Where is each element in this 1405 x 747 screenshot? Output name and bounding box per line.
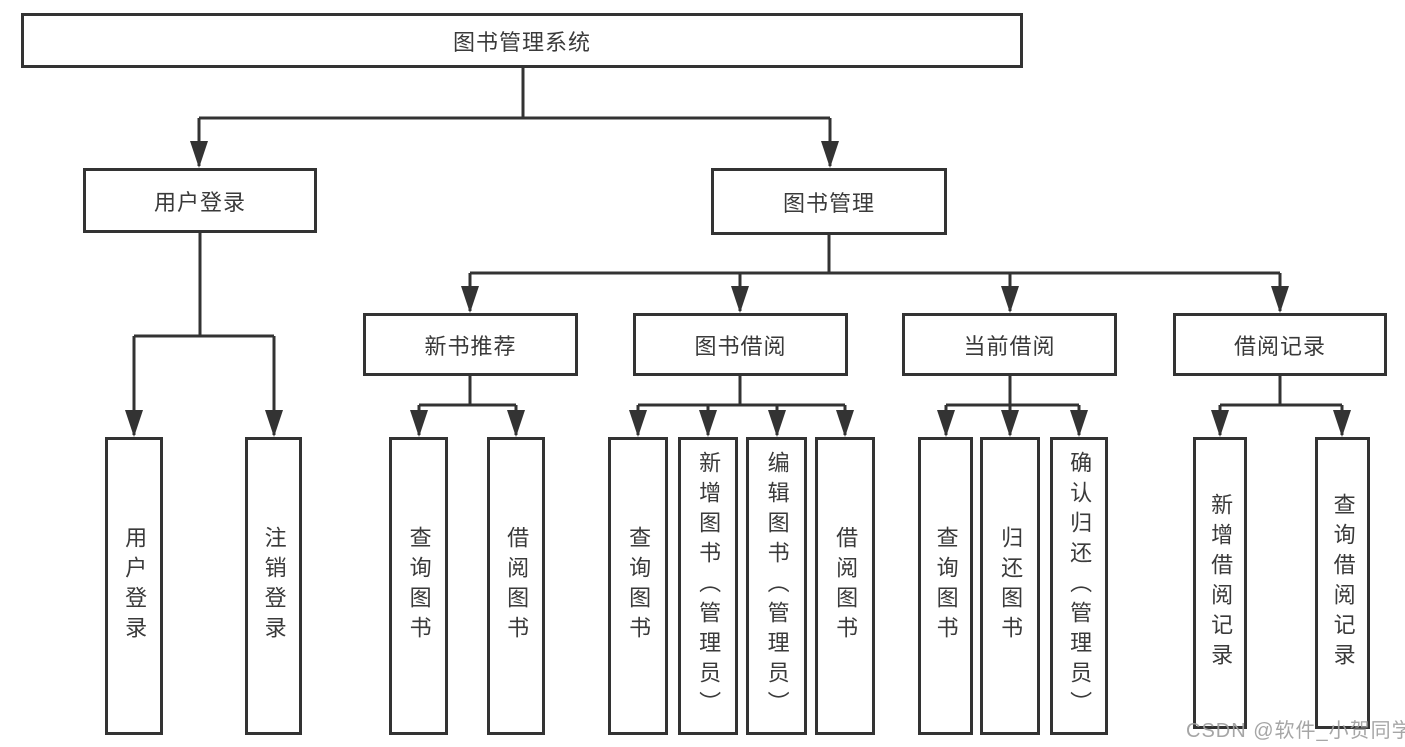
arrow-icon bbox=[507, 410, 525, 437]
arrow-icon bbox=[1211, 410, 1229, 437]
node-label: 借阅图书 bbox=[504, 526, 530, 646]
node-label: 查询图书 bbox=[406, 526, 432, 646]
arrow-icon bbox=[1001, 286, 1019, 313]
node-library-management-system: 图书管理系统 bbox=[21, 13, 1023, 68]
leaf-return-books: 归还图书 bbox=[980, 437, 1040, 735]
node-label: 查询借阅记录 bbox=[1330, 493, 1356, 673]
arrow-icon bbox=[1271, 286, 1289, 313]
node-label: 借阅图书 bbox=[833, 526, 859, 646]
node-label: 新增借阅记录 bbox=[1208, 493, 1234, 673]
node-book-borrowing: 图书借阅 bbox=[633, 313, 848, 376]
node-book-management: 图书管理 bbox=[711, 168, 947, 235]
leaf-query-books-current: 查询图书 bbox=[918, 437, 973, 735]
node-label: 确认归还（管理员） bbox=[1067, 451, 1093, 721]
arrow-icon bbox=[836, 410, 854, 437]
leaf-logout: 注销登录 bbox=[245, 437, 302, 735]
node-label: 用户登录 bbox=[153, 189, 246, 215]
arrow-icon bbox=[1070, 410, 1088, 437]
node-current-borrowing: 当前借阅 bbox=[902, 313, 1117, 376]
leaf-add-books-admin: 新增图书（管理员） bbox=[678, 437, 738, 735]
leaf-query-books-borrowing: 查询图书 bbox=[608, 437, 668, 735]
node-label: 图书管理 bbox=[782, 190, 875, 216]
node-label: 归还图书 bbox=[998, 526, 1024, 646]
leaf-edit-books-admin: 编辑图书（管理员） bbox=[746, 437, 807, 735]
leaf-query-books-recommend: 查询图书 bbox=[389, 437, 448, 735]
node-user-login: 用户登录 bbox=[83, 168, 317, 233]
node-label: 当前借阅 bbox=[963, 333, 1056, 359]
csdn-watermark: CSDN @软件_小贺同学 bbox=[1186, 720, 1405, 742]
arrow-icon bbox=[699, 410, 717, 437]
node-label: 借阅记录 bbox=[1233, 333, 1326, 359]
leaf-query-borrow-record: 查询借阅记录 bbox=[1315, 437, 1370, 729]
node-label: 查询图书 bbox=[626, 526, 652, 646]
arrow-icon bbox=[768, 410, 786, 437]
node-label: 图书借阅 bbox=[694, 333, 787, 359]
arrow-icon bbox=[731, 286, 749, 313]
arrow-icon bbox=[461, 286, 479, 313]
leaf-user-login: 用户登录 bbox=[105, 437, 163, 735]
arrow-icon bbox=[1001, 410, 1019, 437]
node-label: 新书推荐 bbox=[424, 333, 517, 359]
arrow-icon bbox=[821, 141, 839, 168]
node-borrowing-records: 借阅记录 bbox=[1173, 313, 1387, 376]
leaf-borrow-books-recommend: 借阅图书 bbox=[487, 437, 545, 735]
arrow-icon bbox=[410, 410, 428, 437]
arrow-icon bbox=[629, 410, 647, 437]
node-label: 新增图书（管理员） bbox=[696, 451, 722, 721]
node-label: 编辑图书（管理员） bbox=[764, 451, 790, 721]
arrow-icon bbox=[190, 141, 208, 168]
node-label: 图书管理系统 bbox=[452, 29, 591, 55]
leaf-confirm-return-admin: 确认归还（管理员） bbox=[1050, 437, 1108, 735]
node-label: 用户登录 bbox=[122, 526, 148, 646]
arrow-icon bbox=[1333, 410, 1351, 437]
node-new-book-recommendation: 新书推荐 bbox=[363, 313, 578, 376]
leaf-borrow-books-borrowing: 借阅图书 bbox=[815, 437, 875, 735]
arrow-icon bbox=[265, 410, 283, 437]
arrow-icon bbox=[937, 410, 955, 437]
leaf-add-borrow-record: 新增借阅记录 bbox=[1193, 437, 1247, 729]
node-label: 查询图书 bbox=[933, 526, 959, 646]
arrow-icon bbox=[125, 410, 143, 437]
node-label: 注销登录 bbox=[261, 526, 287, 646]
